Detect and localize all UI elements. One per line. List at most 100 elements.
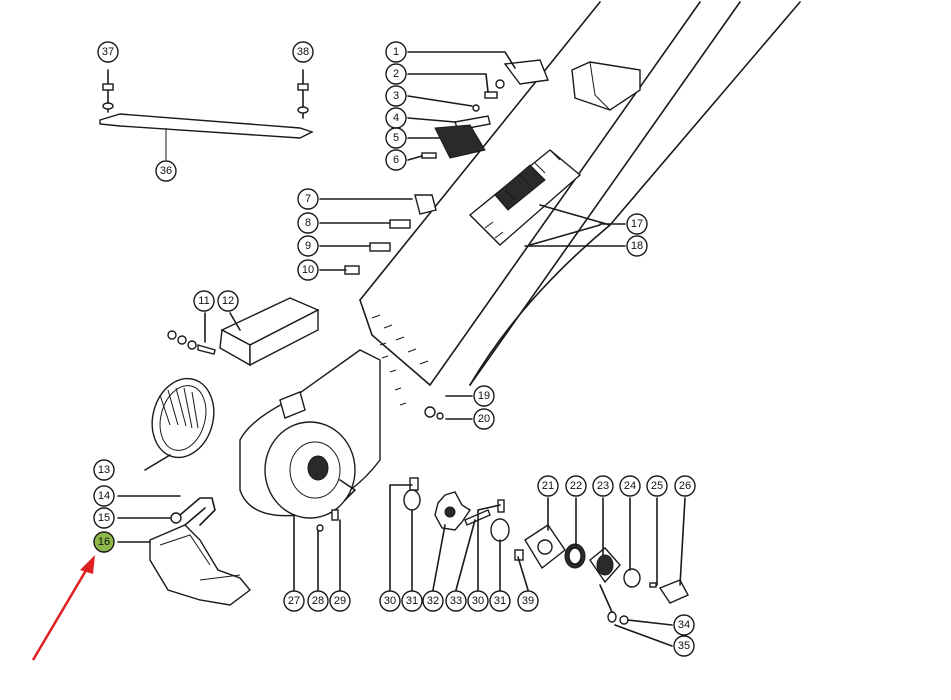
callout-circle xyxy=(385,63,407,85)
callout-37: 37 xyxy=(97,41,119,63)
callout-circle xyxy=(646,475,668,497)
callout-number: 17 xyxy=(631,218,643,230)
callout-number: 5 xyxy=(393,132,399,144)
callout-circle xyxy=(401,590,423,612)
cover-plate xyxy=(167,297,320,367)
callout-circle xyxy=(592,475,614,497)
callout-30: 30 xyxy=(467,590,489,612)
callout-30: 30 xyxy=(379,590,401,612)
callout-number: 2 xyxy=(393,68,399,80)
callout-number: 34 xyxy=(678,619,690,631)
callout-27: 27 xyxy=(283,590,305,612)
callout-circle xyxy=(422,590,444,612)
callout-number: 19 xyxy=(478,390,490,402)
callout-7: 7 xyxy=(297,188,319,210)
callout-circle xyxy=(307,590,329,612)
callout-circle xyxy=(217,290,239,312)
callout-number: 11 xyxy=(198,295,209,307)
callout-circle xyxy=(93,459,115,481)
callout-number: 30 xyxy=(472,595,484,607)
callout-number: 13 xyxy=(98,464,110,476)
callout-circle xyxy=(673,635,695,657)
callout-12: 12 xyxy=(217,290,239,312)
callout-9: 9 xyxy=(297,235,319,257)
callout-15: 15 xyxy=(93,507,115,529)
callout-number: 35 xyxy=(678,640,690,652)
callout-circle xyxy=(537,475,559,497)
callout-number: 26 xyxy=(679,480,691,492)
callout-number: 32 xyxy=(427,595,439,607)
callout-18: 18 xyxy=(626,235,648,257)
callout-3: 3 xyxy=(385,85,407,107)
callout-circle xyxy=(93,485,115,507)
callout-8: 8 xyxy=(297,212,319,234)
callout-circle xyxy=(385,149,407,171)
callout-33: 33 xyxy=(445,590,467,612)
callout-20: 20 xyxy=(473,408,495,430)
callout-number: 1 xyxy=(393,46,399,58)
callout-circle xyxy=(517,590,539,612)
callout-number: 23 xyxy=(597,480,609,492)
callout-13: 13 xyxy=(93,459,115,481)
callout-number: 7 xyxy=(305,193,311,205)
callout-circle xyxy=(467,590,489,612)
callout-25: 25 xyxy=(646,475,668,497)
callout-1: 1 xyxy=(385,41,407,63)
callout-11: 11 xyxy=(193,290,215,312)
red-pointer-arrow xyxy=(31,555,95,661)
callout-number: 15 xyxy=(98,512,110,524)
callout-29: 29 xyxy=(329,590,351,612)
clamp-assembly xyxy=(117,495,252,606)
callout-circle xyxy=(473,408,495,430)
callout-26: 26 xyxy=(674,475,696,497)
callout-31: 31 xyxy=(489,590,511,612)
callout-5: 5 xyxy=(385,127,407,149)
callout-number: 10 xyxy=(302,264,314,276)
callout-21: 21 xyxy=(537,475,559,497)
callout-number: 36 xyxy=(160,165,172,177)
callout-circle xyxy=(473,385,495,407)
callout-4: 4 xyxy=(385,107,407,129)
callout-circle xyxy=(193,290,215,312)
callout-number: 20 xyxy=(478,413,490,425)
callout-39: 39 xyxy=(517,590,539,612)
callout-number: 12 xyxy=(222,295,234,307)
callout-circle xyxy=(283,590,305,612)
callout-circle xyxy=(673,614,695,636)
callout-number: 14 xyxy=(98,490,110,502)
callout-number: 30 xyxy=(384,595,396,607)
callout-35: 35 xyxy=(673,635,695,657)
callout-24: 24 xyxy=(619,475,641,497)
callout-36: 36 xyxy=(155,160,177,182)
callout-circle xyxy=(329,590,351,612)
callout-circle xyxy=(626,213,648,235)
callout-circle xyxy=(297,235,319,257)
callout-number: 33 xyxy=(450,595,462,607)
callout-number: 27 xyxy=(288,595,300,607)
callout-number: 31 xyxy=(406,595,418,607)
callout-circle xyxy=(619,475,641,497)
callout-circle xyxy=(93,507,115,529)
callout-circle xyxy=(292,41,314,63)
callout-number: 25 xyxy=(651,480,663,492)
callout-circle xyxy=(93,531,115,553)
callout-circle xyxy=(385,127,407,149)
callout-circle xyxy=(445,590,467,612)
callout-circle xyxy=(155,160,177,182)
callout-22: 22 xyxy=(565,475,587,497)
callout-number: 37 xyxy=(102,46,114,58)
callout-circle xyxy=(565,475,587,497)
callout-16: 16 xyxy=(93,531,115,553)
callout-circle xyxy=(489,590,511,612)
callout-number: 21 xyxy=(542,480,554,492)
hub-assembly xyxy=(514,497,689,647)
callout-number: 16 xyxy=(98,536,110,548)
callout-circle xyxy=(385,41,407,63)
sprocket-housing xyxy=(239,342,473,591)
callout-23: 23 xyxy=(592,475,614,497)
callout-number: 31 xyxy=(494,595,506,607)
support-bar-assembly xyxy=(99,69,314,160)
callout-number: 24 xyxy=(624,480,636,492)
